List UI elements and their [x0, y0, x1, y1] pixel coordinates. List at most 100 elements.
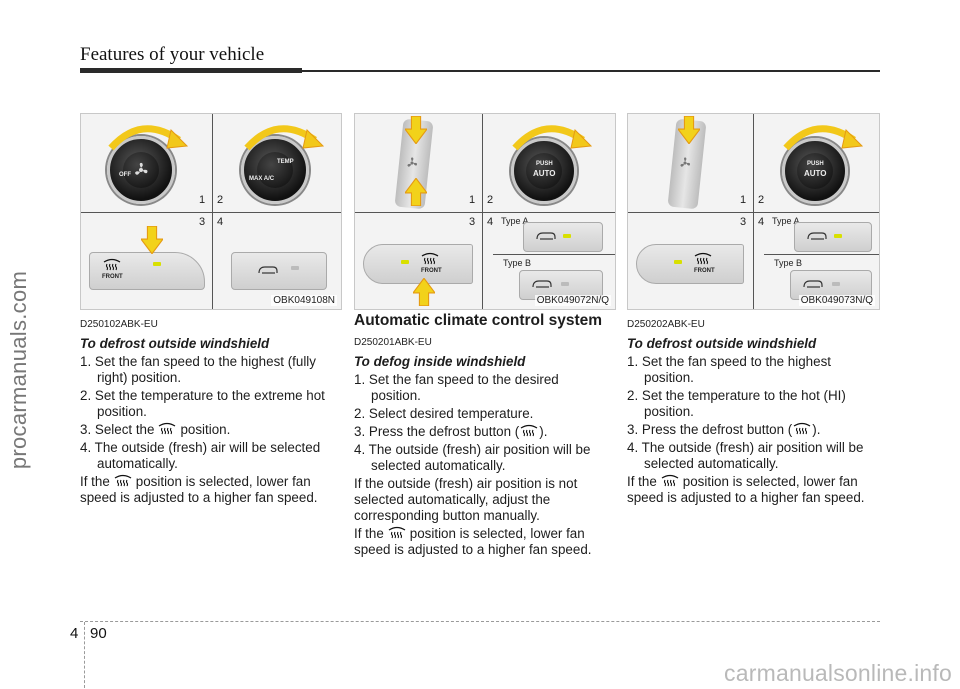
defrost-indicator-led [401, 260, 409, 264]
watermark-side-text: procarmanuals.com [6, 270, 32, 470]
figure-callout-4: 4 [487, 216, 494, 228]
step-3-text-b: ). [812, 422, 821, 437]
section-code: D250201ABK-EU [354, 337, 432, 348]
front-label: FRONT [421, 268, 442, 274]
recirc-indicator-led [561, 282, 569, 286]
recirculation-icon [531, 278, 553, 290]
windshield-defrost-icon [114, 474, 132, 488]
recirculation-icon [257, 264, 279, 276]
recirculation-icon [802, 278, 824, 290]
column-auto-defog: Automatic climate control system D250201… [354, 312, 610, 560]
section-title: Automatic climate control system [354, 312, 603, 329]
arrow-icon [141, 226, 163, 254]
page-header-title: Features of your vehicle [80, 44, 265, 65]
figure-callout-1: 1 [740, 194, 747, 206]
figure-auto-climate-defog: PUSH AUTO 1 2 3 4 FRONT Type A Type B OB… [354, 113, 616, 310]
page-number: 90 [90, 625, 107, 642]
defrost-indicator-led [674, 260, 682, 264]
front-defrost-button [89, 252, 205, 290]
recirc-indicator-led [563, 234, 571, 238]
fan-icon [135, 162, 148, 175]
column-manual-defrost: D250102ABK-EU To defrost outside windshi… [80, 315, 336, 508]
fan-icon [680, 157, 691, 167]
section-subheading: To defrost outside windshield [627, 336, 817, 351]
type-divider [764, 254, 879, 255]
auto-button [526, 153, 562, 189]
recirculation-icon [806, 230, 828, 242]
figure-callout-2: 2 [758, 194, 765, 206]
header-rule-thin [302, 70, 880, 72]
figure-divider-horizontal [628, 212, 879, 213]
temp-label: TEMP [277, 159, 294, 165]
chapter-number: 4 [70, 625, 79, 642]
step-3-text-a: 3. Press the defrost button ( [354, 424, 520, 439]
auto-button [797, 153, 833, 189]
note-text-b: position is selected, lower fan speed is… [80, 474, 318, 505]
instruction-step-2: 2. Set the temperature to the hot (HI) p… [627, 388, 846, 419]
windshield-defrost-icon [388, 526, 406, 540]
figure-code: OBK049072N/Q [534, 295, 611, 306]
figure-divider-horizontal [81, 212, 341, 213]
fan-icon [407, 157, 418, 167]
instruction-step-4: 4. The outside (fresh) air position will… [354, 442, 591, 473]
figure-callout-2: 2 [487, 194, 494, 206]
arrow-icon [678, 116, 700, 144]
figure-divider-vertical [753, 114, 754, 309]
push-label: PUSH [807, 161, 824, 167]
footer-rule [80, 621, 880, 622]
temperature-knob-center [257, 152, 293, 188]
windshield-defrost-icon [158, 422, 176, 436]
figure-divider-vertical [482, 114, 483, 309]
footer-separator [84, 622, 85, 688]
instruction-step-2: 2. Select desired temperature. [354, 406, 534, 421]
figure-callout-3: 3 [740, 216, 747, 228]
figure-callout-4: 4 [758, 216, 765, 228]
instruction-step-1: 1. Set the fan speed to the desired posi… [354, 372, 559, 403]
push-label: PUSH [536, 161, 553, 167]
note-text-b: position is selected, lower fan speed is… [627, 474, 865, 505]
windshield-defrost-icon [520, 424, 538, 438]
figure-callout-1: 1 [469, 194, 476, 206]
front-label: FRONT [694, 268, 715, 274]
front-label: FRONT [102, 274, 123, 280]
figure-callout-2: 2 [217, 194, 224, 206]
recirc-indicator-led [834, 234, 842, 238]
arrow-icon [405, 116, 427, 144]
fan-off-label: OFF [119, 172, 131, 178]
auto-label: AUTO [533, 169, 556, 178]
section-code: D250202ABK-EU [627, 319, 705, 330]
type-b-label: Type B [503, 258, 532, 268]
watermark-bottom: carmanualsonline.info [724, 660, 952, 686]
figure-auto-climate-defrost: PUSH AUTO 1 2 3 4 FRONT Type A Type B OB… [627, 113, 880, 310]
recirculation-button-type-a [794, 222, 872, 252]
note-paragraph-1: If the outside (fresh) air position is n… [354, 476, 578, 523]
type-a-label: Type A [501, 216, 529, 226]
section-subheading: To defrost outside windshield [80, 336, 270, 351]
header-rule-thick [80, 68, 302, 73]
figure-callout-1: 1 [199, 194, 206, 206]
figure-divider-vertical [212, 114, 213, 309]
windshield-defrost-icon [661, 474, 679, 488]
instruction-step-3: 3. Press the defrost button (). [627, 422, 883, 438]
type-a-label: Type A [772, 216, 800, 226]
figure-code: OBK049108N [271, 295, 337, 306]
recirculation-button [231, 252, 327, 290]
instruction-step-4: 4. The outside (fresh) air will be selec… [80, 440, 321, 471]
instruction-step-1: 1. Set the fan speed to the highest posi… [627, 354, 831, 385]
section-code: D250102ABK-EU [80, 319, 158, 330]
type-divider [493, 254, 615, 255]
arrow-icon [413, 278, 435, 306]
defrost-indicator-led [153, 262, 161, 266]
front-defrost-button [363, 244, 473, 284]
figure-divider-horizontal [355, 212, 615, 213]
windshield-defrost-icon [421, 252, 439, 266]
recirc-indicator-led [832, 282, 840, 286]
recirculation-icon [535, 230, 557, 242]
arrow-icon [783, 125, 864, 151]
watermark-side: procarmanuals.com [2, 230, 36, 510]
figure-code: OBK049073N/Q [798, 295, 875, 306]
